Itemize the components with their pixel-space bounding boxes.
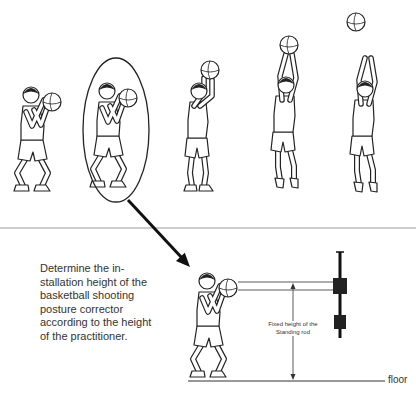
standing-rod [333, 252, 347, 338]
dimension-label: Fixed height of the Standing rod [267, 321, 319, 336]
player-figure [14, 87, 61, 191]
player-figure [350, 58, 377, 192]
instruction-note: Determine the in-stallation height of th… [40, 262, 152, 343]
divider-line [0, 228, 416, 229]
pointer-arrow [128, 200, 190, 267]
ball [347, 13, 365, 31]
player-figure [271, 54, 298, 188]
floor-line [188, 381, 385, 382]
ball [280, 36, 298, 54]
highlight-ellipse [83, 58, 149, 202]
height-guide-lines [238, 282, 334, 290]
player-figure [90, 83, 137, 187]
floor-label: floor [388, 374, 407, 386]
player-figure [190, 273, 237, 377]
player-figure [184, 61, 219, 191]
